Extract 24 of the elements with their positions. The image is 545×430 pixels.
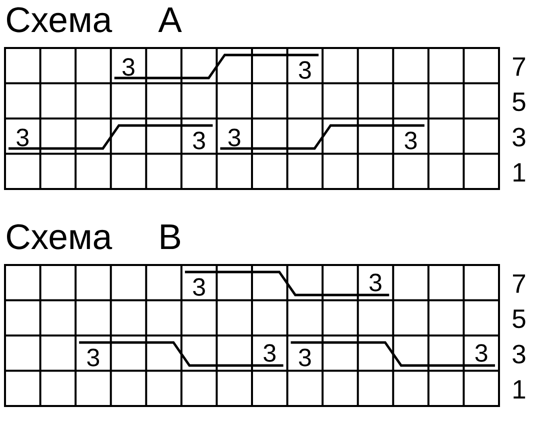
stitch-count: 3 [298, 348, 311, 366]
stitch-count: 3 [122, 58, 134, 76]
stitch-count: 3 [193, 278, 205, 296]
stitch-count: 3 [193, 132, 205, 150]
row-number: 5 [512, 92, 526, 112]
row-number: 3 [512, 128, 526, 146]
stitch-count: 3 [298, 61, 311, 79]
row-number: 3 [512, 344, 526, 364]
stitch-count: 3 [370, 274, 382, 292]
stitch-count: 3 [475, 344, 488, 362]
row-number: 7 [513, 274, 526, 293]
chart-letter: В [161, 224, 180, 249]
chart-letter: А [158, 8, 182, 32]
stitch-count: 3 [16, 128, 28, 146]
row-number: 1 [514, 163, 526, 182]
chart-title: Схема [7, 224, 112, 250]
row-number: 7 [513, 58, 526, 76]
stitch-count: 3 [404, 132, 417, 150]
row-number: 5 [512, 310, 526, 328]
row-number: 1 [514, 380, 526, 398]
stitch-count: 3 [228, 128, 240, 146]
stitch-count: 3 [264, 344, 276, 362]
chart-title: Схема [7, 7, 112, 32]
stitch-count: 3 [87, 348, 100, 366]
